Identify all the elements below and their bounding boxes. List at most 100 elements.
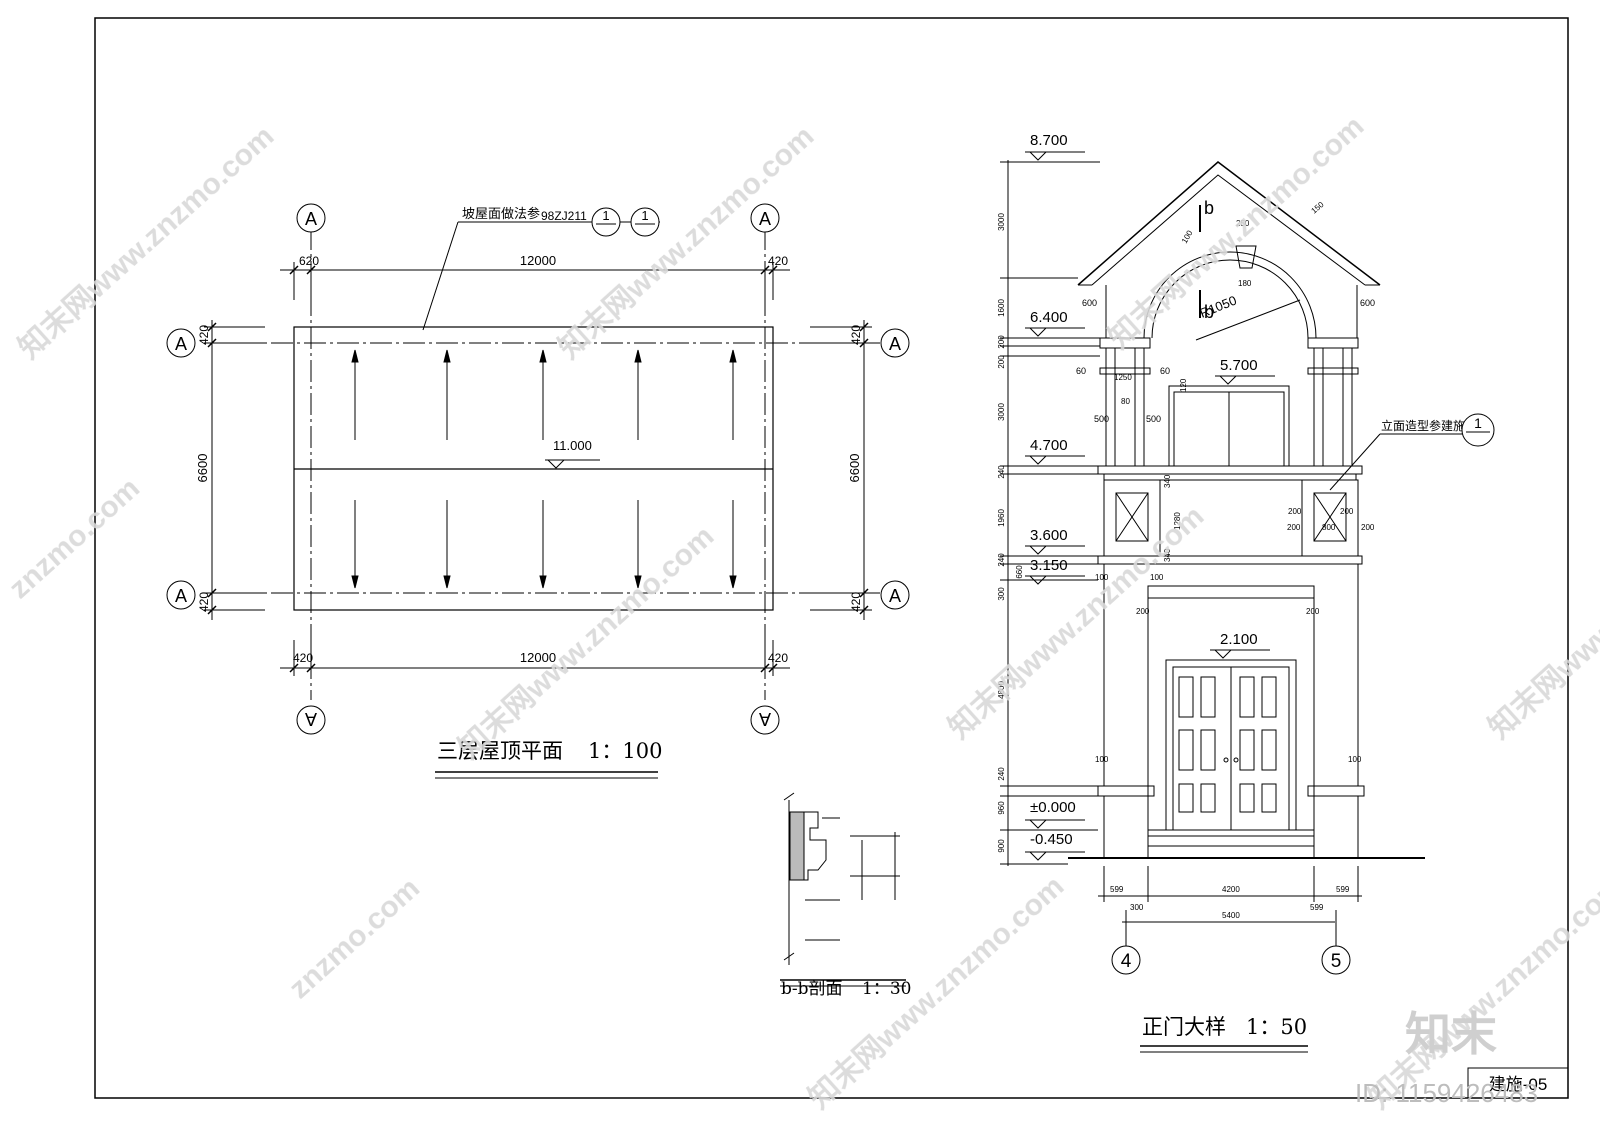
dim-text: 599 [1110,885,1124,894]
dim-text: 240 [997,767,1006,781]
column-left-upper [1105,347,1145,467]
level-text: 4.700 [1030,437,1068,454]
section-bb-text: b-b剖面 1：30 [781,979,911,999]
dim-text: 600 [1360,298,1375,308]
dim-text: 180 [1238,279,1252,288]
axis-label: A [305,709,317,729]
dim-text: 4200 [1222,885,1240,894]
dim-text: 300 [997,587,1006,601]
dim-text: 100 [1150,573,1164,582]
panel-left [1115,492,1149,542]
dim-text: 500 [1146,414,1161,424]
axis-bubble [296,203,326,233]
axis-bubble [880,328,910,358]
dim-text: 340 [1163,548,1172,562]
dim-text: 620 [299,254,319,268]
dim-text: 100 [1095,573,1109,582]
watermarks: 知末网www.znzmo.com 知末网www.znzmo.com 知末网www… [3,109,1600,1115]
axis-lines [205,228,880,700]
level-markers [1025,151,1275,861]
dim-text: 6600 [847,454,862,483]
axis-label: A [305,209,317,229]
dim-text: 60 [1160,366,1170,376]
elevation-scale: 1：50 [1246,1015,1307,1039]
axis-label: A [759,209,771,229]
section-bb [780,792,906,987]
dim-text: 120 [1179,378,1188,392]
dim-text: 420 [849,325,863,345]
dim-text: 3000 [997,213,1006,231]
slope-arrows [351,349,737,589]
door-panels [1178,676,1277,813]
dim-text: 1280 [1173,512,1182,530]
dim-text: 80 [1121,397,1130,406]
dim-text: 340 [1163,474,1172,488]
arch [1143,251,1317,339]
dim-text: 6600 [195,454,210,483]
dim-text: 300 [1130,903,1144,912]
note-index: 1 [602,208,609,223]
level-text: 3.150 [1030,557,1068,574]
dim-text: 599 [1336,885,1350,894]
dim-text: 200 [1340,507,1354,516]
axis-bubble [750,705,780,735]
axis-bubble [880,580,910,610]
dim-text: 420 [849,592,863,612]
panel-right [1313,492,1347,542]
watermark-text: znzmo.com [3,471,146,605]
dim-text: 4800 [997,681,1006,699]
section-scale: 1：30 [862,979,911,999]
axis-label: A [889,586,901,606]
watermark-text: 知末网www.znzmo.com [553,119,821,365]
door-elevation [1000,151,1462,1053]
dim-text: 250 [1236,219,1250,228]
axis-bubble [750,203,780,233]
brand-logo: 知末 ID: 1159426483 [1355,1007,1538,1108]
plan-note: 坡屋面做法参 [462,206,540,221]
image-id: ID: 1159426483 [1355,1078,1538,1108]
dim-text: 200 [997,335,1006,349]
watermark-text: 知末网www.znzmo.com [1103,109,1371,355]
dim-text: 3000 [997,403,1006,421]
axis-label: A [889,334,901,354]
dim-text: 150 [1310,200,1326,216]
gable-roof [1077,161,1381,286]
dim-text: 200 [1306,607,1320,616]
dim-text: 420 [197,592,211,612]
dim-text: 200 [1288,507,1302,516]
dim-text: 12000 [520,253,556,268]
axis-label: 5 [1331,951,1342,972]
plan-title: 三层屋顶平面 [437,739,563,763]
axis-label: A [175,586,187,606]
dim-text: 100 [1180,228,1195,245]
axis-bubble [1321,945,1351,975]
sheet-number: 建施-05 [1489,1075,1548,1094]
axis-label: A [759,709,771,729]
dim-text: 600 [1082,298,1097,308]
level-text: 5.700 [1220,357,1258,374]
dim-text: 240 [997,553,1006,567]
dim-text: 240 [997,465,1006,479]
dim-text: 420 [197,325,211,345]
plan-note-ref: 98ZJ211 [541,209,587,223]
dim-text: 1600 [997,299,1006,317]
dim-text: 200 [1287,523,1301,532]
axis-bubble [166,580,196,610]
dim-text: 1960 [997,509,1006,527]
elevation-ticks [1000,161,1100,865]
dim-text: 5400 [1222,911,1240,920]
column-right-upper [1313,347,1353,467]
level-text: 8.700 [1030,132,1068,149]
section-title: b-b剖面 [781,979,843,999]
axis-bubble [296,705,326,735]
title-block: 建施-05 [1467,1067,1569,1099]
level-text: 3.600 [1030,527,1068,544]
ridge-level: 11.000 [553,438,592,453]
ref-index: 1 [1474,415,1482,431]
dim-text: 800 [1322,523,1336,532]
plan-scale: 1：100 [588,739,662,763]
ref-note: 立面造型参建施 [1381,418,1465,433]
dim-text: 200 [1136,607,1150,616]
dim-text: 1250 [1114,373,1132,382]
